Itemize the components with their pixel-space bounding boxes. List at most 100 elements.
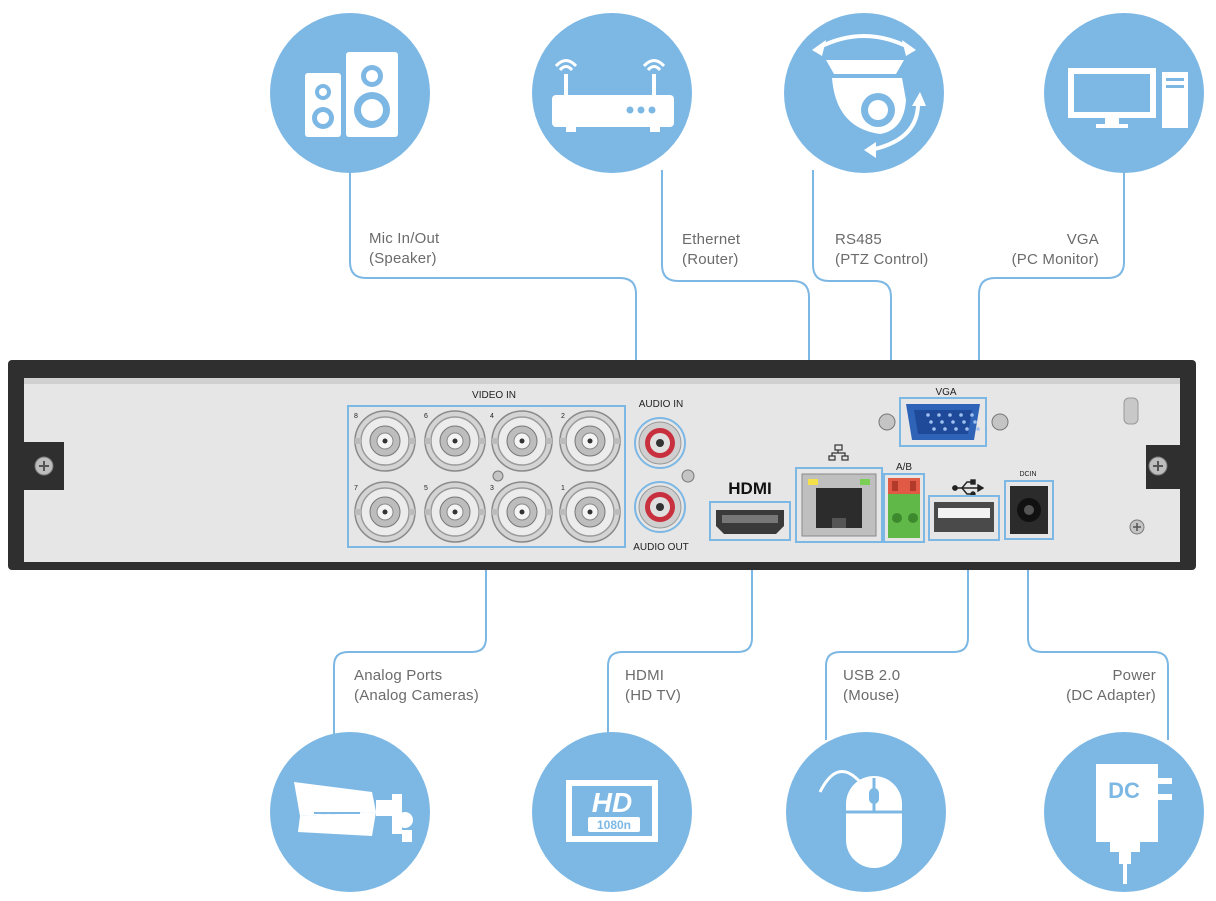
mouse-circle [786, 732, 946, 892]
left-screw-icon [34, 456, 54, 476]
ethernet-port [795, 467, 883, 543]
hdmi-label-line2: (HD TV) [625, 687, 681, 704]
rs485-label-line2: (PTZ Control) [835, 251, 928, 268]
usb-port [928, 495, 1000, 541]
vga-pins [926, 413, 980, 431]
usb-connector-line [825, 540, 969, 740]
vga-connector-line [978, 170, 1125, 412]
vga-pin [929, 420, 933, 424]
bnc-port-1 [559, 481, 621, 543]
rs485-label-line1: RS485 [835, 231, 882, 248]
hd-tv-circle: HD 1080n [532, 732, 692, 892]
mouse-icon [818, 770, 902, 868]
ab-label: A/B [896, 462, 912, 473]
bnc-port-5 [424, 481, 486, 543]
vga-pin [948, 413, 952, 417]
bnc-5-num: 5 [424, 485, 428, 492]
network-icon [828, 444, 849, 461]
bnc-port-4 [491, 410, 553, 472]
bnc-2-num: 2 [561, 413, 565, 420]
usb-label-line2: (Mouse) [843, 687, 899, 704]
rs485-connector-line [812, 170, 892, 480]
right-screw-icon [1148, 456, 1168, 476]
bnc-ports [354, 410, 621, 543]
vga-pin [976, 427, 980, 431]
bnc-6-num: 6 [424, 413, 428, 420]
analog-label-line1: Analog Ports [354, 667, 442, 684]
bnc-port-7 [354, 481, 416, 543]
vga-pin [926, 413, 930, 417]
vga-pin [940, 420, 944, 424]
hdmi-label-line1: HDMI [625, 667, 664, 684]
ground-terminal [1123, 397, 1139, 425]
vga-pin [937, 413, 941, 417]
audio-in-label: AUDIO IN [639, 399, 683, 410]
vga-label-line2: (PC Monitor) [1012, 251, 1099, 268]
dc-adapter-icon: DC [1096, 764, 1172, 884]
speaker-circle [270, 13, 430, 173]
hd-text: HD [592, 787, 632, 818]
analog-connector-line [333, 547, 487, 740]
resolution-text: 1080n [597, 818, 631, 832]
panel-screw-icon [1129, 519, 1145, 535]
video-in-label: VIDEO IN [472, 390, 516, 401]
connector-lines [333, 170, 1169, 740]
ptz-circle [784, 13, 944, 173]
bullet-camera-icon [294, 782, 413, 842]
dc-in-port [1004, 480, 1054, 540]
bnc-port-2 [559, 410, 621, 472]
vga-pin [951, 420, 955, 424]
vga-pin [954, 427, 958, 431]
vga-pin [970, 413, 974, 417]
vga-panel-label: VGA [935, 387, 956, 398]
vga-pin [959, 413, 963, 417]
audio-out-label: AUDIO OUT [633, 542, 689, 553]
bnc-7-num: 7 [354, 485, 358, 492]
vga-pin [943, 427, 947, 431]
ptz-camera-icon [812, 34, 926, 158]
dvr-device: VIDEO IN 8 6 4 2 7 5 3 1 AUDIO IN [8, 360, 1196, 570]
bnc-1-num: 1 [561, 485, 565, 492]
vga-pin [973, 420, 977, 424]
bnc-port-6 [424, 410, 486, 472]
mic-connector-line [349, 170, 637, 420]
bnc-8-num: 8 [354, 413, 358, 420]
power-connector-line [1027, 540, 1169, 740]
bnc-4-num: 4 [490, 413, 494, 420]
hd-tv-icon: HD 1080n [566, 780, 658, 842]
hdmi-logo: HDMI [728, 479, 771, 498]
ethernet-label-line2: (Router) [682, 251, 739, 268]
monitor-circle [1044, 13, 1204, 173]
speaker-icon [305, 52, 398, 137]
mic-label-line1: Mic In/Out [369, 230, 440, 247]
usb-label-line1: USB 2.0 [843, 667, 900, 684]
bnc-3-num: 3 [490, 485, 494, 492]
usb-symbol-icon [952, 479, 985, 497]
dcin-label: DCIN [1019, 471, 1036, 478]
vga-pin [932, 427, 936, 431]
power-label-line1: Power [1112, 667, 1156, 684]
audio-in-jack [634, 417, 686, 469]
monitor-icon [1068, 68, 1188, 128]
router-icon [552, 59, 674, 132]
connection-labels: Mic In/Out (Speaker) Ethernet (Router) R… [354, 230, 1156, 704]
bnc-port-8 [354, 410, 416, 472]
hdmi-port [709, 501, 791, 541]
rs485-terminal [883, 473, 925, 543]
ethernet-connector-line [661, 170, 810, 480]
mic-label-line2: (Speaker) [369, 250, 437, 267]
vga-pin [962, 420, 966, 424]
video-in-highlight [347, 405, 626, 548]
hdmi-connector-line [607, 540, 753, 740]
bullet-camera-circle [270, 732, 430, 892]
ethernet-label-line1: Ethernet [682, 231, 741, 248]
audio-out-jack [634, 481, 686, 533]
analog-label-line2: (Analog Cameras) [354, 687, 479, 704]
bnc-port-3 [491, 481, 553, 543]
vga-label-line1: VGA [1067, 231, 1099, 248]
vga-pin [965, 427, 969, 431]
small-screw-icon [492, 470, 504, 482]
power-label-line2: (DC Adapter) [1066, 687, 1156, 704]
dc-text: DC [1108, 778, 1140, 803]
dc-adapter-circle: DC [1044, 732, 1204, 892]
